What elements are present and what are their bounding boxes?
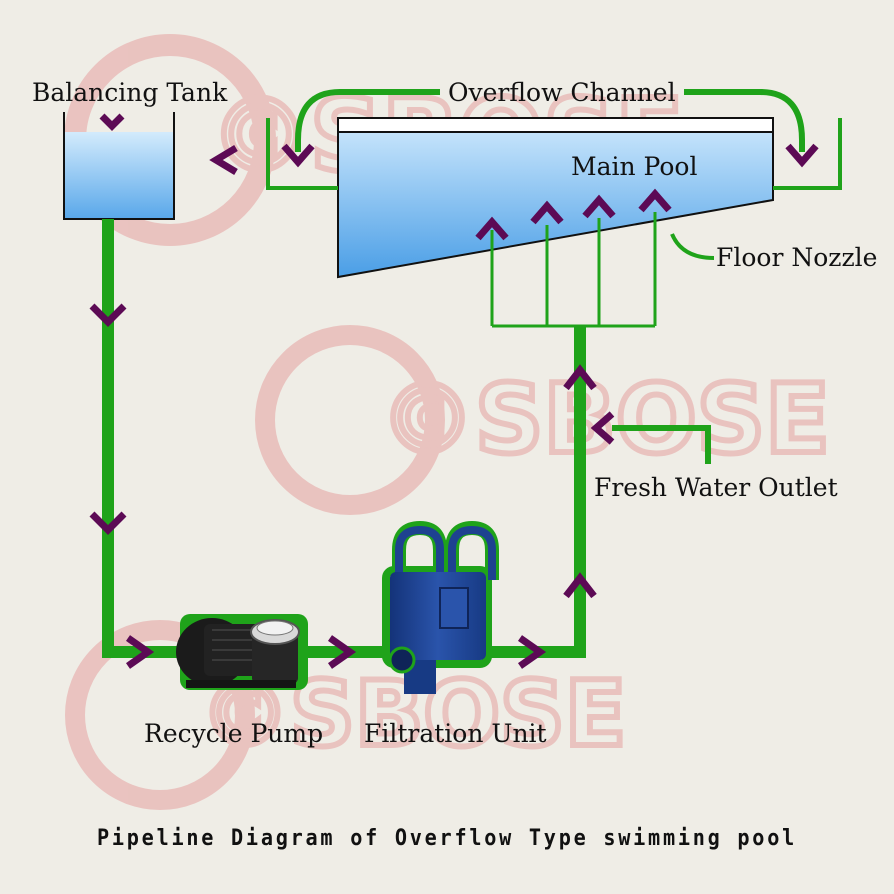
arrow-to-tank [209, 144, 238, 176]
label-filtration-unit: Filtration Unit [364, 719, 547, 748]
main-pool [337, 117, 774, 279]
arrow-overflow-left [281, 143, 315, 168]
main-pool-water [337, 131, 774, 279]
arrow-right-1 [125, 635, 155, 669]
overflow-flow-lines [295, 89, 805, 152]
diagram-title: Pipeline Diagram of Overflow Type swimmi… [97, 826, 797, 851]
filtration-unit [382, 520, 499, 694]
arrow-into-tank [99, 113, 125, 131]
overflow-flow-left [295, 89, 440, 152]
arrow-right-2 [327, 635, 357, 669]
nozzle-arrow-1 [475, 216, 509, 241]
label-balancing-tank: Balancing Tank [32, 78, 228, 107]
floor-nozzle-manifold [490, 212, 657, 328]
balancing-tank-wall [63, 112, 175, 220]
overflow-channels [266, 118, 842, 190]
arrow-fresh-water [590, 411, 615, 445]
arrow-down-1 [89, 303, 127, 327]
arrow-overflow-right [785, 143, 819, 168]
recycle-pump [176, 614, 308, 690]
arrow-right-3 [517, 635, 547, 669]
nozzle-arrow-3 [582, 194, 616, 219]
balancing-tank-water [65, 132, 173, 218]
fresh-water-pipe [612, 425, 711, 464]
main-pool-deck [337, 117, 774, 133]
label-recycle-pump: Recycle Pump [144, 719, 323, 748]
nozzle-arrow-4 [638, 188, 672, 213]
nozzle-arrow-2 [530, 200, 564, 225]
balancing-tank [63, 112, 175, 220]
arrow-up-2 [563, 364, 597, 391]
watermark-2: ©SBOSE [255, 325, 833, 515]
label-floor-nozzle: Floor Nozzle [716, 243, 877, 272]
arrow-up-1 [563, 572, 597, 599]
flow-arrows [89, 113, 819, 669]
label-fresh-water-outlet: Fresh Water Outlet [594, 473, 838, 502]
labels: Balancing Tank Overflow Channel Main Poo… [32, 78, 877, 851]
label-main-pool: Main Pool [571, 152, 697, 181]
label-overflow-channel: Overflow Channel [448, 78, 676, 107]
arrow-down-2 [89, 511, 127, 535]
floor-nozzle-pointer [670, 233, 715, 260]
overflow-flow-right [684, 89, 805, 152]
right-overflow-gutter [773, 118, 842, 190]
left-overflow-gutter [266, 118, 338, 190]
